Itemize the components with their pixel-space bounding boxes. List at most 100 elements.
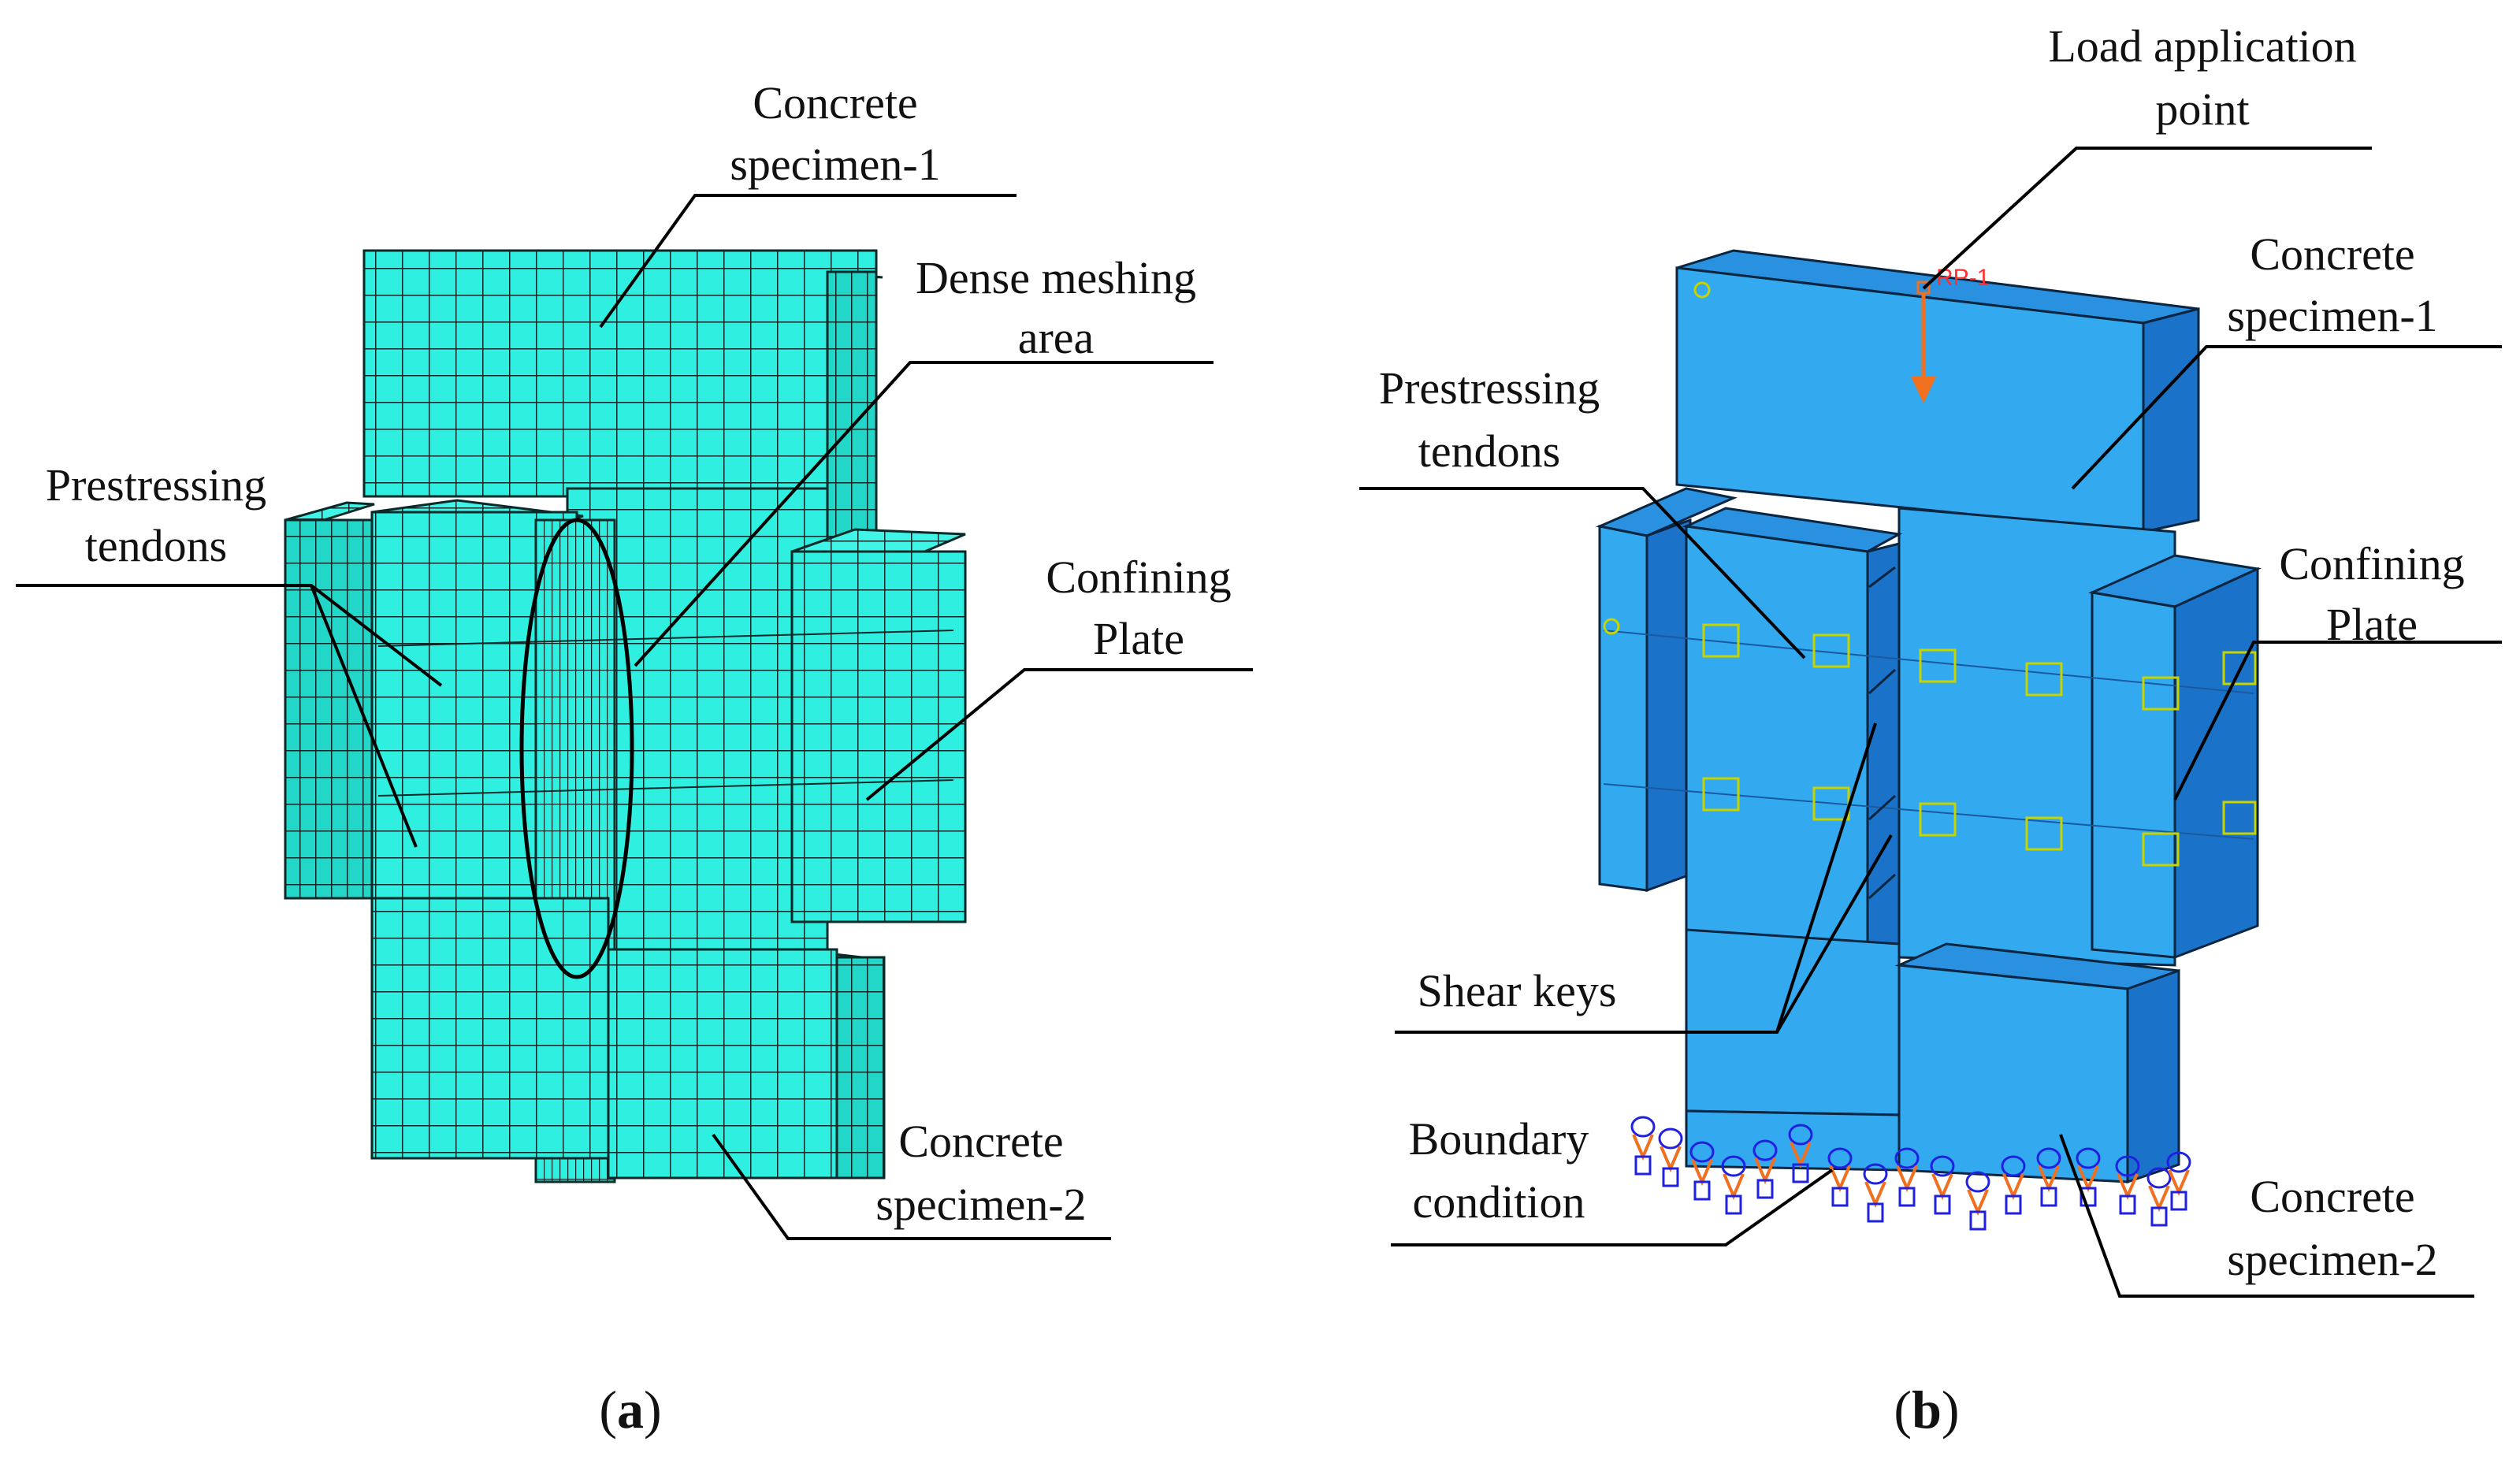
label-b-specimen-2-line2: specimen-2	[2227, 1234, 2437, 1285]
label-b-specimen-2-line1: Concrete	[2250, 1171, 2414, 1222]
caption-b-letter: b	[1912, 1380, 1942, 1440]
reference-marker	[1603, 618, 1620, 635]
support-glyph	[1863, 1163, 1888, 1223]
solid-specimen-2-side	[2126, 968, 2180, 1184]
anchor-marker	[2025, 816, 2063, 851]
solid-right-confining-plate	[2087, 554, 2262, 960]
support-glyph	[2036, 1147, 2061, 1207]
label-b-specimen-1-line2: specimen-1	[2227, 290, 2437, 341]
anchor-marker	[1919, 648, 1957, 683]
label-b-confining-line2: Plate	[2326, 599, 2418, 650]
label-b-shear-keys: Shear keys	[1418, 965, 1617, 1016]
label-a-specimen-1-line2: specimen-1	[730, 139, 940, 190]
mesh-tendon-lines	[377, 630, 954, 797]
support-glyph	[2115, 1155, 2140, 1215]
support-glyph	[1894, 1147, 1920, 1207]
anchor-marker	[2222, 801, 2257, 835]
label-a-prestressing-line2: tendons	[85, 520, 227, 571]
solid-right-plate-front	[2091, 591, 2176, 959]
caption-b: (b)	[1894, 1380, 1959, 1440]
solid-tendons	[1603, 630, 2254, 840]
leader-a-prestressing-2	[310, 585, 418, 848]
caption-a-open: (	[599, 1380, 617, 1440]
reference-marker	[1693, 281, 1711, 299]
label-b-prestressing-line1: Prestressing	[1379, 362, 1600, 414]
support-glyph	[2001, 1155, 2026, 1215]
anchor-marker	[2142, 676, 2180, 711]
mesh-right-confining-plate	[790, 528, 967, 923]
solid-left-plate-side	[1645, 518, 1692, 893]
support-glyph	[1689, 1141, 1715, 1201]
leader-a-specimen-1	[599, 194, 1017, 329]
label-a-prestressing-line1: Prestressing	[46, 459, 266, 511]
mesh-specimen-2-side	[835, 956, 886, 1180]
leader-b-shear-keys-2	[1775, 834, 1893, 1034]
leader-a-specimen-2	[712, 1133, 1111, 1240]
label-a-specimen-1-line1: Concrete	[753, 77, 917, 128]
support-glyph	[1827, 1147, 1853, 1207]
solid-tendon-line	[1603, 783, 2254, 840]
solid-specimen-2	[1685, 928, 2180, 1184]
solid-right-plate-side	[2173, 567, 2259, 960]
leader-b-specimen-1	[2071, 345, 2502, 490]
mesh-left-plate-face	[284, 518, 374, 900]
label-a-specimen-2-line2: specimen-2	[875, 1179, 1086, 1230]
anchor-marker	[2025, 662, 2063, 697]
anchor-marker	[1702, 777, 1740, 812]
label-b-load-line1: Load application	[2048, 20, 2356, 72]
boundary-supports	[1630, 1116, 2191, 1231]
leader-a-confining	[865, 668, 1253, 801]
leader-b-confining	[2173, 641, 2502, 801]
solid-specimen-2-upper	[1685, 928, 1901, 1116]
leader-a-dense-meshing	[634, 361, 1214, 667]
support-glyph	[2166, 1151, 2191, 1211]
support-glyph	[1752, 1139, 1778, 1199]
anchor-marker	[1702, 623, 1740, 658]
load-application: RP-1	[1911, 265, 1990, 403]
dense-meshing-ellipse	[519, 518, 634, 979]
support-glyph	[1965, 1171, 1990, 1231]
solid-tendon-line	[1603, 630, 2254, 694]
solid-specimen-1-side	[2142, 307, 2200, 533]
label-b-boundary-line1: Boundary	[1409, 1113, 1589, 1165]
leader-b-specimen-2	[2059, 1134, 2474, 1298]
shear-key-mark	[1868, 668, 1897, 695]
shear-key-mark	[1868, 794, 1897, 821]
mesh-specimen-1-upper-face	[362, 249, 878, 498]
caption-a: (a)	[599, 1380, 661, 1440]
caption-a-close: )	[644, 1380, 662, 1440]
anchor-marker	[2222, 651, 2257, 685]
panel-a: Concrete specimen-1 Dense meshing area P…	[16, 77, 1253, 1440]
leader-b-boundary	[1391, 1168, 1834, 1246]
solid-left-plate-front	[1598, 525, 1648, 892]
anchor-marker	[1919, 802, 1957, 837]
support-glyph	[1788, 1124, 1813, 1183]
shear-key-mark	[1868, 566, 1896, 589]
load-arrow-head	[1911, 377, 1936, 403]
label-a-specimen-2-line1: Concrete	[898, 1116, 1063, 1167]
label-a-confining-line2: Plate	[1093, 613, 1184, 664]
support-glyph	[1630, 1116, 1656, 1176]
shear-key-mark	[1868, 873, 1897, 900]
mesh-specimen-2-face	[607, 948, 838, 1180]
mesh-right-plate-face	[790, 550, 967, 923]
mesh-left-confining-plate	[284, 501, 375, 900]
label-a-dense-meshing-line2: area	[1018, 312, 1095, 363]
mesh-specimen-2	[370, 897, 886, 1180]
support-glyph	[1721, 1155, 1746, 1215]
caption-a-letter: a	[617, 1380, 644, 1440]
label-b-specimen-1-line1: Concrete	[2250, 228, 2414, 280]
support-glyph	[1930, 1155, 1955, 1215]
mesh-tendon-line	[377, 779, 954, 797]
mesh-specimen-2-left	[370, 897, 610, 1160]
label-b-confining-line1: Confining	[2279, 538, 2464, 589]
support-glyph	[2146, 1167, 2172, 1227]
label-a-confining-line1: Confining	[1046, 552, 1231, 603]
shear-key-marks	[1868, 566, 1897, 900]
caption-b-close: )	[1942, 1380, 1960, 1440]
label-b-load-line2: point	[2155, 84, 2249, 135]
leader-b-prestressing	[1359, 487, 1806, 659]
label-b-prestressing-line2: tendons	[1418, 425, 1560, 477]
leader-b-load	[1922, 147, 2372, 290]
